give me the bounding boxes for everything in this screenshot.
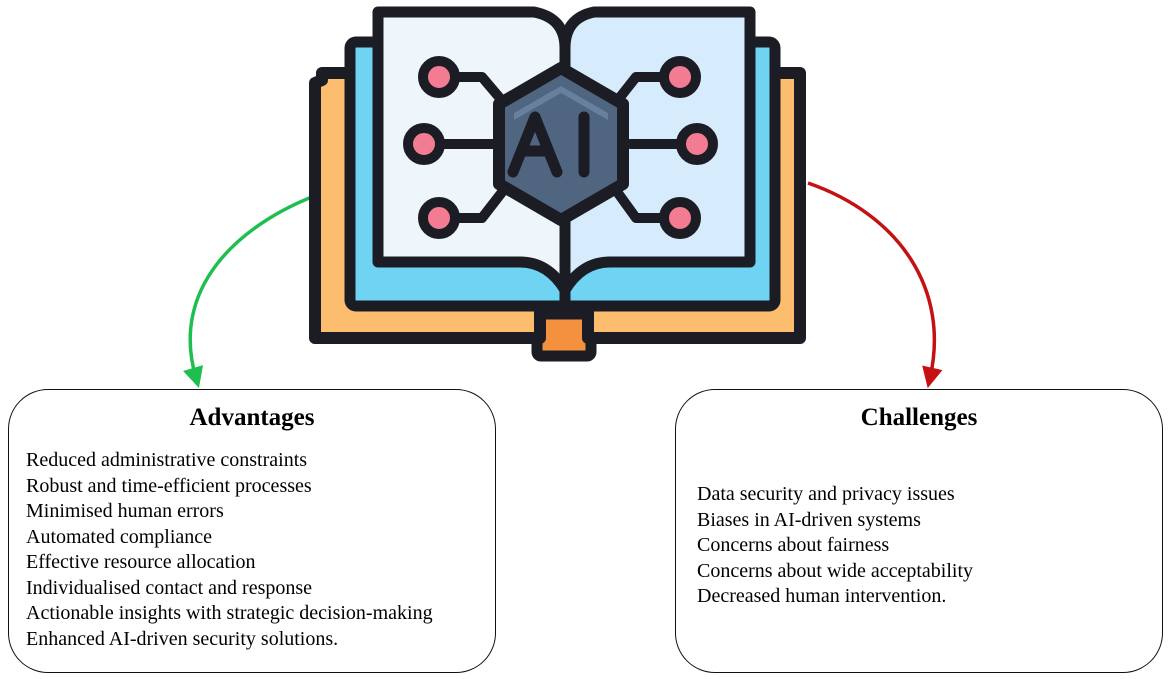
list-item: Automated compliance xyxy=(26,525,213,548)
challenges-title: Challenges xyxy=(860,404,978,431)
challenges-list: Data security and privacy issues Biases … xyxy=(697,482,973,610)
list-item: Effective resource allocation xyxy=(26,551,256,573)
advantages-list: Reduced administrative constraints Robus… xyxy=(26,448,433,652)
challenges-arrow xyxy=(807,181,943,389)
challenges-panel: Challenges Data security and privacy iss… xyxy=(675,389,1163,673)
advantages-arrow xyxy=(183,191,323,388)
list-item: Decreased human intervention. xyxy=(697,585,947,607)
circuit-nodes xyxy=(403,56,718,239)
list-item: Data security and privacy issues xyxy=(697,483,955,505)
list-item: Individualised contact and response xyxy=(26,576,313,599)
advantages-title: Advantages xyxy=(189,404,315,431)
advantages-panel: Advantages Reduced administrative constr… xyxy=(8,389,496,673)
list-item: Minimised human errors xyxy=(26,500,224,522)
ai-letters xyxy=(507,111,590,178)
list-item: Actionable insights with strategic decis… xyxy=(26,602,433,624)
list-item: Enhanced AI-driven security solutions. xyxy=(26,627,339,650)
list-item: Biases in AI-driven systems xyxy=(697,508,921,531)
list-item: Concerns about wide acceptability xyxy=(697,559,974,582)
list-item: Robust and time-efficient processes xyxy=(26,474,312,497)
ai-hexagon-highlight xyxy=(514,86,608,120)
ai-book-icon: AI xyxy=(309,6,806,362)
list-item: Concerns about fairness xyxy=(697,534,890,556)
list-item: Reduced administrative constraints xyxy=(26,449,308,471)
book-page-right xyxy=(559,6,756,296)
